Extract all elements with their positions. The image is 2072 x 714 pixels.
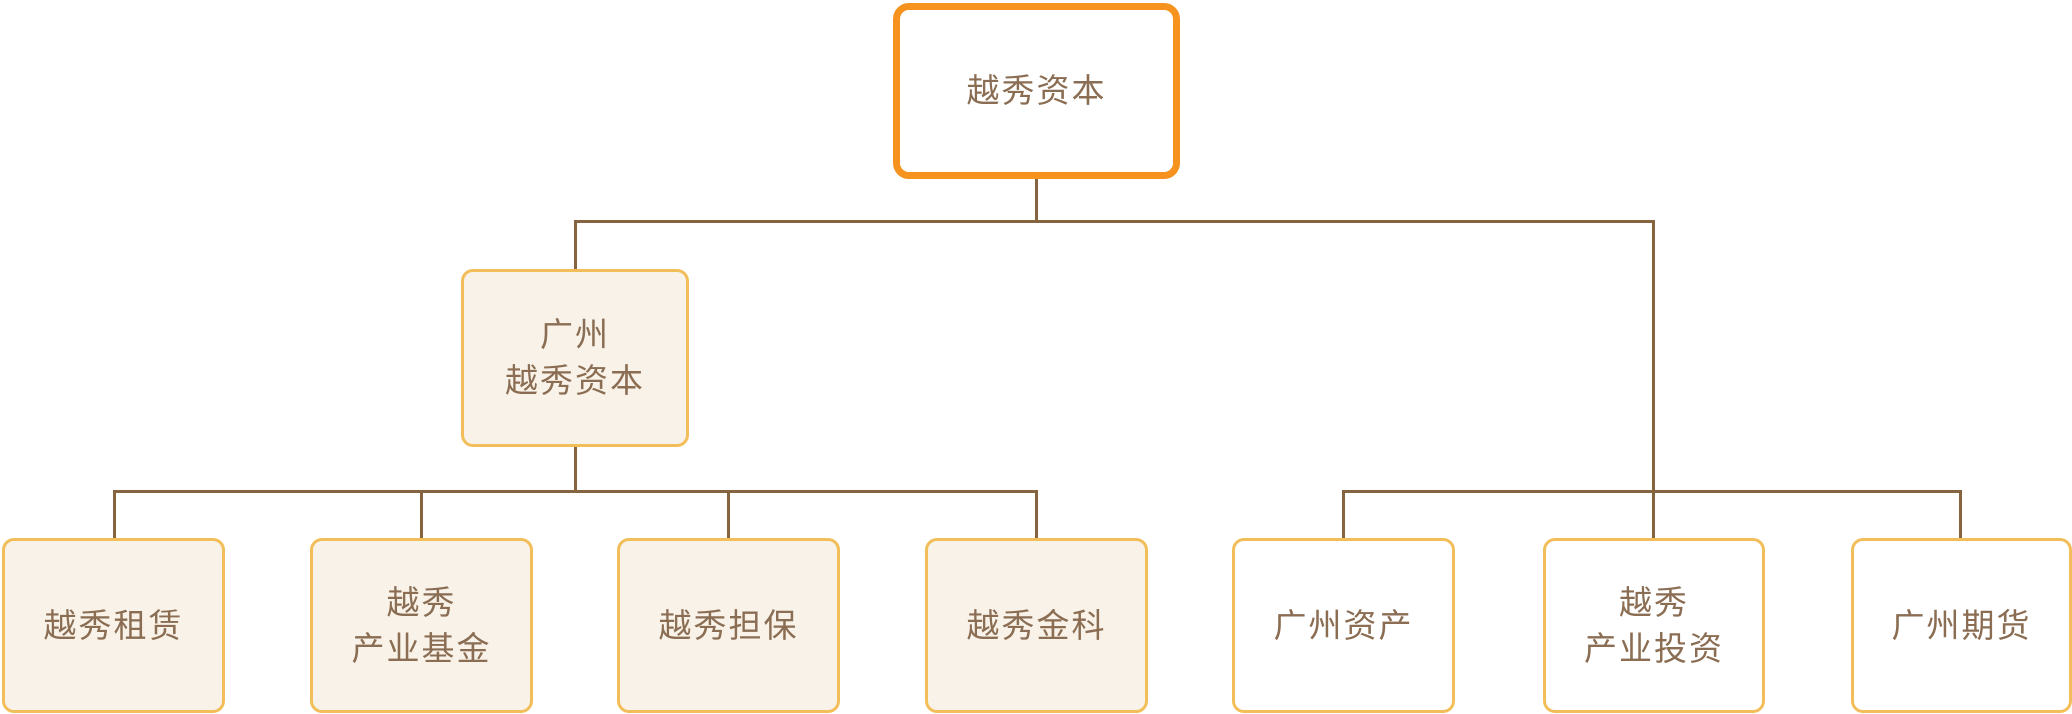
connector-l2-drop [574,446,577,493]
org-node-label: 广州资产 [1273,606,1414,644]
org-node-label: 越秀担保 [658,606,799,644]
org-node-label: 广州期货 [1891,606,2032,644]
org-node-guangzhou-yuexiu-capital: 广州 越秀资本 [461,269,689,447]
connector-drop-leaf-3 [727,490,730,538]
connector-drop-leaf-4 [1035,490,1038,538]
connector-bus-top [574,220,1655,223]
connector-drop-leaf-7 [1959,490,1962,538]
org-node-guangzhou-asset: 广州资产 [1232,538,1455,713]
connector-right-feed [1652,220,1655,538]
connector-bus-left [113,490,1038,493]
org-node-label: 越秀 产业投资 [1584,583,1724,667]
org-node-label: 越秀金科 [966,606,1107,644]
org-node-yuexiu-industrial-fund: 越秀 产业基金 [310,538,533,713]
org-node-guangzhou-futures: 广州期货 [1851,538,2072,713]
org-node-label: 越秀租赁 [43,606,184,644]
org-node-label: 越秀 产业基金 [351,583,492,667]
connector-root-drop [1035,178,1038,223]
connector-drop-leaf-2 [420,490,423,538]
connector-l2-feed [574,220,577,270]
org-node-label: 广州 越秀资本 [505,316,645,399]
connector-bus-right [1342,490,1962,493]
connector-drop-leaf-5 [1342,490,1345,538]
org-node-yuexiu-leasing: 越秀租赁 [2,538,225,713]
connector-drop-leaf-1 [113,490,116,538]
org-node-yuexiu-fintech: 越秀金科 [925,538,1148,713]
org-node-yuexiu-guarantee: 越秀担保 [617,538,840,713]
org-node-yuexiu-capital: 越秀资本 [893,3,1180,179]
org-node-yuexiu-industrial-invest: 越秀 产业投资 [1543,538,1765,713]
org-node-label: 越秀资本 [966,72,1107,109]
